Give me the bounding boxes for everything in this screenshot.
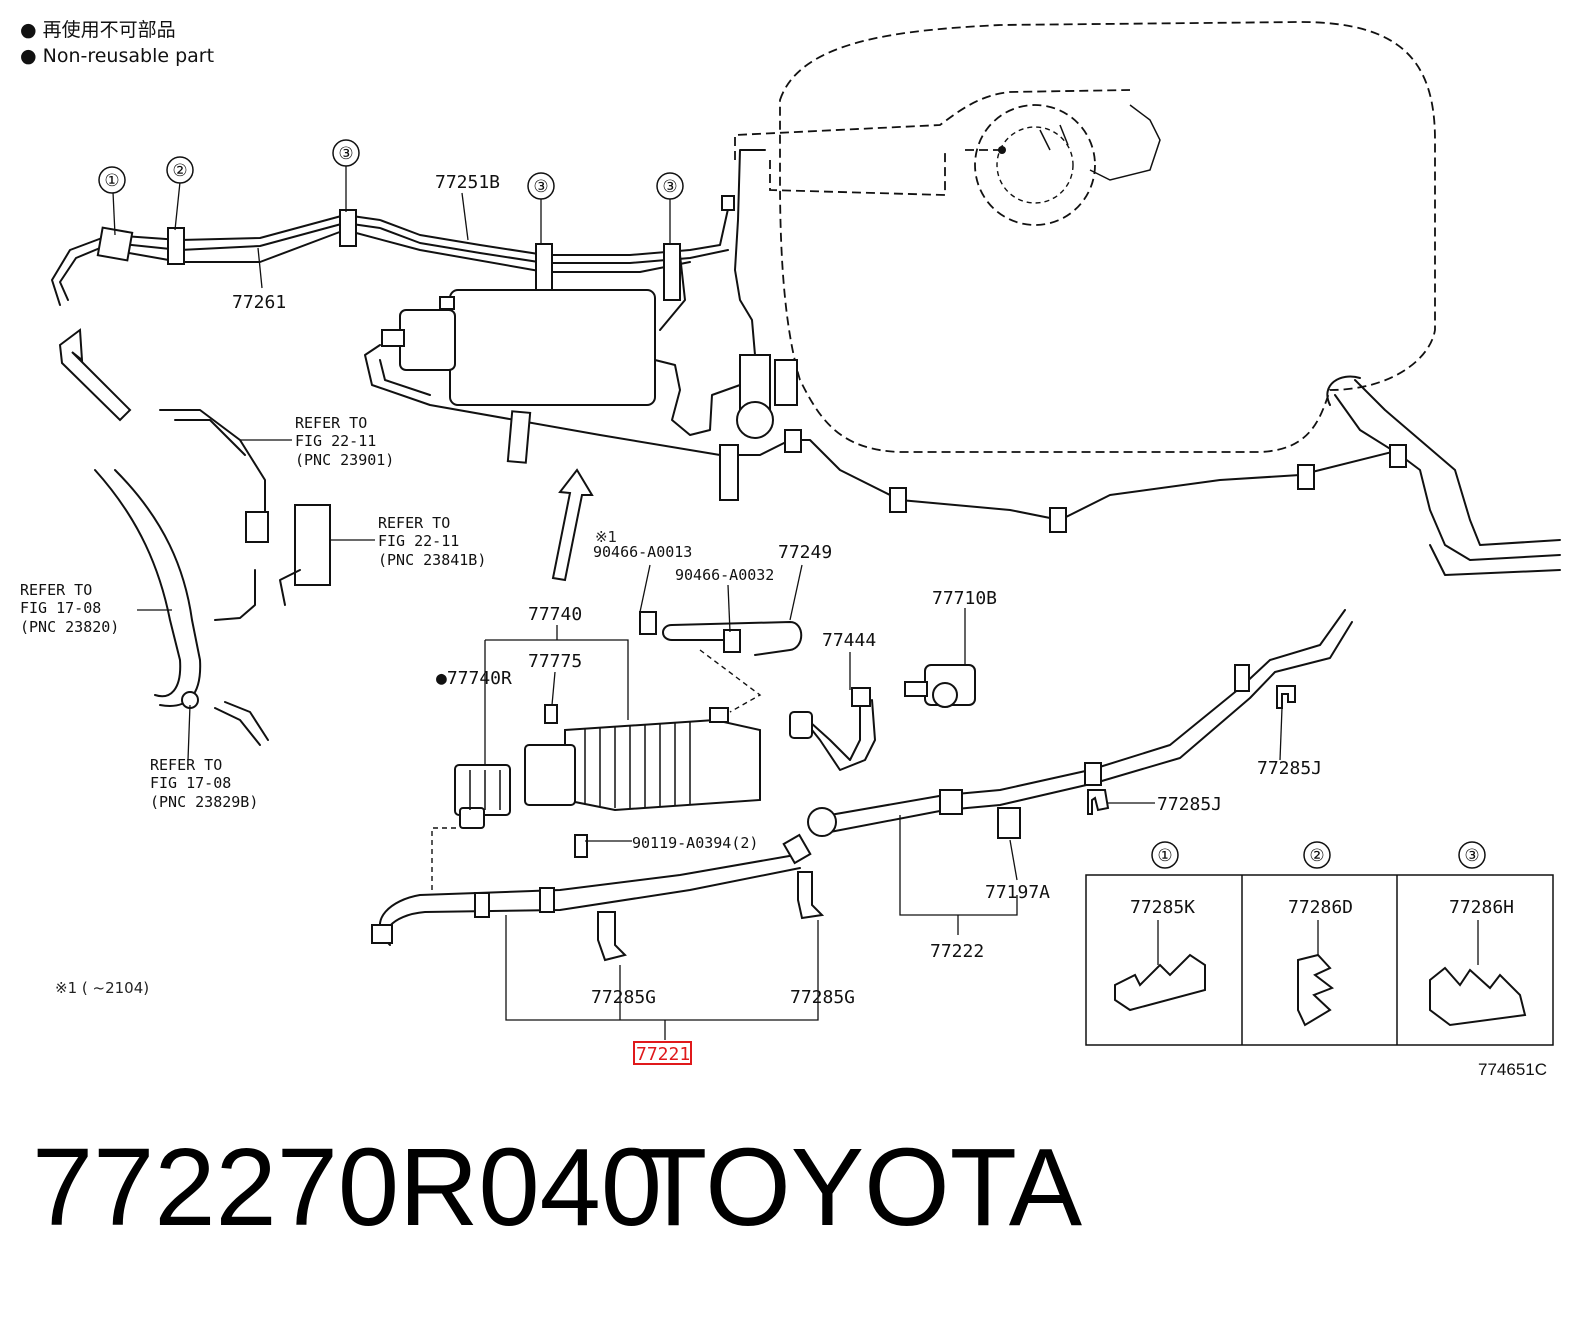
label-77775[interactable]: 77775 <box>528 651 582 672</box>
tube-77221[interactable] <box>371 827 812 946</box>
refer-c-line1: REFER TO <box>20 581 92 599</box>
inset-callout-3: ③ <box>1464 846 1479 866</box>
legend-non-reusable-jp: ● 再使用不可部品 <box>20 19 176 41</box>
valve-77740R[interactable] <box>454 764 511 829</box>
clip-77285J-a[interactable] <box>1276 685 1296 709</box>
svg-text:③: ③ <box>662 177 677 197</box>
label-90119-A0394[interactable]: 90119-A0394(2) <box>632 834 758 852</box>
caption-part-number: 772270R040 <box>32 1126 662 1249</box>
clip-77285G-b[interactable] <box>797 871 825 920</box>
refer-d-line3: (PNC 23829B) <box>150 793 258 811</box>
valve-77710B[interactable] <box>904 664 976 708</box>
label-77285J-b[interactable]: 77285J <box>1157 794 1222 815</box>
callout-3b: ③ <box>527 172 555 200</box>
inset-label-77286D[interactable]: 77286D <box>1288 897 1353 918</box>
clip-77285J-b[interactable] <box>1087 789 1110 815</box>
label-77197A[interactable]: 77197A <box>985 882 1050 903</box>
inset-label-77286H[interactable]: 77286H <box>1449 897 1514 918</box>
clamp-inset-table: ① ② ③ 77285K 77286D 77286H <box>1085 841 1554 1046</box>
refer-d-line2: FIG 17-08 <box>150 774 231 792</box>
clip-77197A[interactable] <box>997 807 1021 839</box>
clamp-77286D-shape <box>1297 953 1335 1027</box>
tube-77222[interactable] <box>807 609 1353 837</box>
upper-canister <box>381 149 798 439</box>
label-77444[interactable]: 77444 <box>822 630 876 651</box>
label-77285J-a[interactable]: 77285J <box>1257 758 1322 779</box>
inset-label-77285K[interactable]: 77285K <box>1130 897 1195 918</box>
refer-d-line1: REFER TO <box>150 756 222 774</box>
refer-a-line2: FIG 22-11 <box>295 432 376 450</box>
highlight-box-77221 <box>633 1041 692 1065</box>
label-77221[interactable]: 77221 <box>636 1044 690 1065</box>
refer-b-line1: REFER TO <box>378 514 450 532</box>
svg-text:①: ① <box>104 171 119 191</box>
inset-callout-1: ① <box>1157 846 1172 866</box>
inset-callout-2: ② <box>1309 846 1324 866</box>
direction-arrows <box>58 328 594 582</box>
hose-77249 <box>639 611 803 713</box>
label-77251B[interactable]: 77251B <box>435 172 500 193</box>
caption-brand: TOYOTA <box>640 1126 1083 1249</box>
tube-bundle-upper <box>51 195 735 331</box>
refer-b-line2: FIG 22-11 <box>378 532 459 550</box>
refer-c-line3: (PNC 23820) <box>20 618 119 636</box>
legend-non-reusable-en: ● Non-reusable part <box>20 45 214 67</box>
label-77249[interactable]: 77249 <box>778 542 832 563</box>
fuel-tank-outline <box>734 21 1436 453</box>
label-77740[interactable]: 77740 <box>528 604 582 625</box>
label-90466-A0032[interactable]: 90466-A0032 <box>675 566 774 584</box>
callout-1: ① <box>98 166 126 194</box>
label-77261[interactable]: 77261 <box>232 292 286 313</box>
svg-text:③: ③ <box>338 144 353 164</box>
clamp-77285K-shape <box>1114 953 1206 1012</box>
footnote-mark-1: ※1 ( ~2104) <box>55 979 149 997</box>
hose-77444[interactable] <box>789 687 876 771</box>
refer-a-line3: (PNC 23901) <box>295 451 394 469</box>
callout-2: ② <box>166 156 194 184</box>
label-77285G-a[interactable]: 77285G <box>591 987 656 1008</box>
refer-a-line1: REFER TO <box>295 414 367 432</box>
left-hoses <box>94 409 331 746</box>
callout-3c: ③ <box>656 172 684 200</box>
callout-3a: ③ <box>332 139 360 167</box>
label-77740R[interactable]: ●77740R <box>436 668 512 689</box>
label-77285G-b[interactable]: 77285G <box>790 987 855 1008</box>
charcoal-canister-77740[interactable] <box>524 704 761 858</box>
refer-b-line3: (PNC 23841B) <box>378 551 486 569</box>
svg-text:③: ③ <box>533 177 548 197</box>
clip-77285G-a[interactable] <box>597 911 627 962</box>
figure-code: 774651C <box>1478 1060 1547 1079</box>
fill-pipe-line <box>364 344 1561 576</box>
mark-note-1: ※1 <box>595 528 617 546</box>
refer-c-line2: FIG 17-08 <box>20 599 101 617</box>
leader-lines <box>112 166 1283 1040</box>
clamp-77286H-shape <box>1429 966 1527 1027</box>
label-77222[interactable]: 77222 <box>930 941 984 962</box>
label-77710B[interactable]: 77710B <box>932 588 997 609</box>
label-90466-A0013[interactable]: 90466-A0013 <box>593 543 692 561</box>
svg-text:②: ② <box>172 161 187 181</box>
